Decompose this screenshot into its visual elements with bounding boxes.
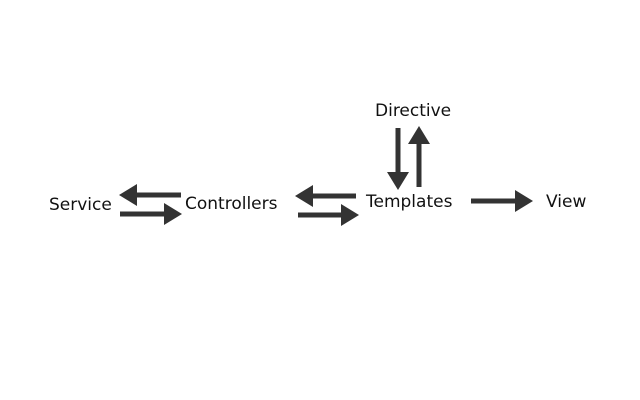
- arrow-templates-to-directive: [408, 126, 430, 187]
- arrow-directive-to-templates: [387, 128, 409, 190]
- node-directive: Directive: [375, 101, 451, 121]
- arrow-controllers-to-service: [119, 184, 181, 206]
- node-templates: Templates: [365, 192, 453, 212]
- arrow-service-to-controllers: [120, 203, 182, 225]
- node-controllers: Controllers: [185, 194, 278, 214]
- node-view: View: [546, 192, 586, 212]
- arrow-controllers-to-templates: [298, 204, 359, 226]
- node-service: Service: [49, 195, 112, 215]
- arrow-templates-to-controllers: [295, 185, 356, 207]
- arrow-templates-to-view: [471, 190, 533, 212]
